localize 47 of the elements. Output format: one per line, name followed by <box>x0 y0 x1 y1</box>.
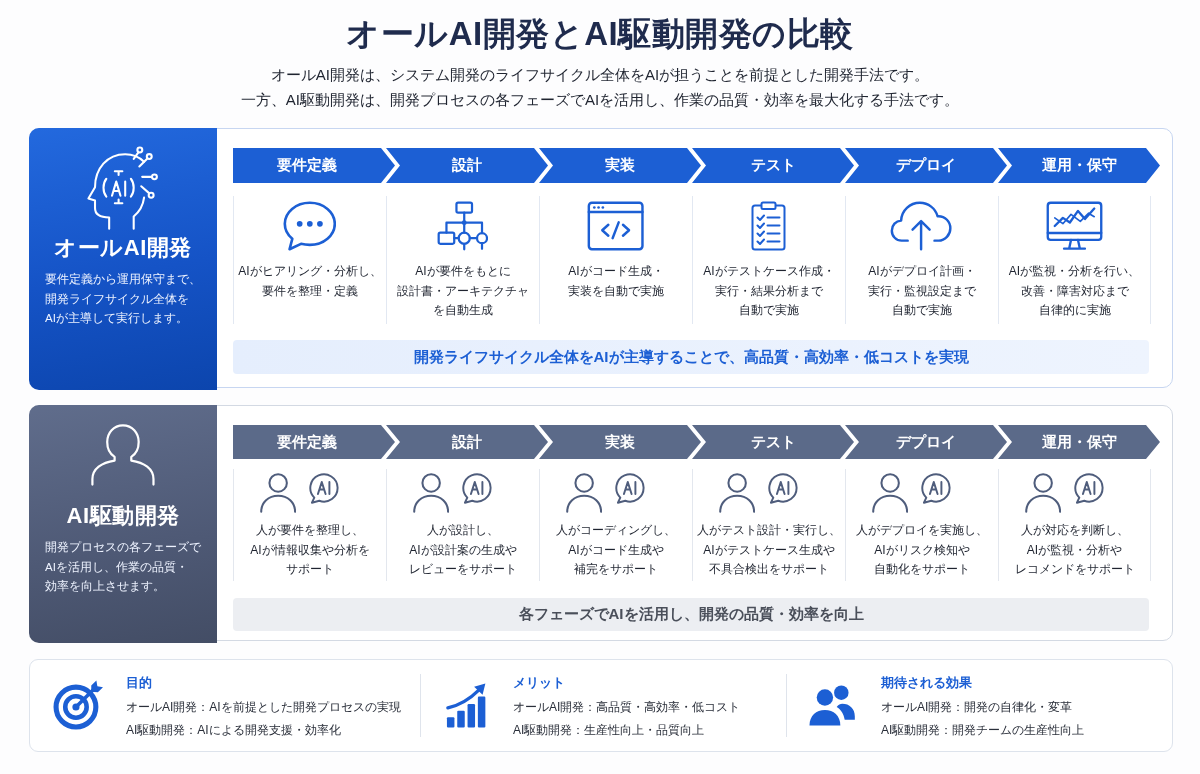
panel-description: 開発プロセスの各フェーズでAIを活用し、作業の品質・効率を向上させます。 <box>45 540 201 594</box>
cell-text: 人が設計し、AIが設計案の生成やレビューをサポート <box>409 522 517 578</box>
item-text: AI駆動開発：AIによる開発支援・効率化 <box>126 722 341 739</box>
item-text: オールAI開発：高品質・高効率・低コスト <box>513 699 741 716</box>
cell-text: AIが監視・分析を行い、改善・障害対応まで自律的に実施 <box>1008 263 1141 319</box>
subtitle-text: 一方、AI駆動開発は、開発プロセスの各フェーズでAIを活用し、作業の品質・効率を最大化する手法です。 <box>240 90 960 110</box>
item-text: オールAI開発：開発の自律化・変革 <box>881 699 1073 716</box>
item-heading: メリット <box>513 674 565 692</box>
arrow-tip <box>534 425 548 459</box>
summary-card <box>29 659 1173 752</box>
panel-heading: AI駆動開発 <box>66 502 180 530</box>
arrow-tip <box>381 148 395 183</box>
cell-text: 人が対応を判断し、AIが監視・分析やレコメンドをサポート <box>1014 522 1135 578</box>
section-header-panel <box>29 128 217 390</box>
summary-banner: 開発ライフサイクル全体をAIが主導することで、高品質・高効率・低コストを実現 <box>233 340 1149 374</box>
item-heading: 期待される効果 <box>881 674 972 692</box>
cell-text: AIがヒアリング・分析し、要件を整理・定義 <box>238 263 382 300</box>
cell-text: AIがデプロイ計画・実行・監視設定まで自動で実施 <box>868 263 976 319</box>
item-text: AI駆動開発：開発チームの生産性向上 <box>881 722 1085 739</box>
item-text: オールAI開発：AIを前提とした開発プロセスの実現 <box>126 699 401 716</box>
cell-text: 人がテスト設計・実行し、AIがテストケース生成や不具合検出をサポート <box>697 522 841 578</box>
item-heading: 目的 <box>126 674 152 692</box>
cell-text: 人がデプロイを実施し、AIがリスク検知や自動化をサポート <box>856 522 988 578</box>
cell-text: AIがコード生成・実装を自動で実施 <box>568 263 664 300</box>
arrow-tip <box>840 425 854 459</box>
phase-cell <box>998 469 1151 581</box>
cell-text: AIが要件をもとに設計書・アーキテクチャを自動生成 <box>397 263 529 319</box>
section-header-panel <box>29 405 217 643</box>
arrow-tip <box>993 148 1007 183</box>
arrow-tip <box>840 148 854 183</box>
arrow-tip <box>687 148 701 183</box>
arrow-tip <box>993 425 1007 459</box>
cell-text: 人がコーディングし、AIがコード生成や補完をサポート <box>556 522 676 578</box>
panel-heading: オールAI開発 <box>54 234 192 262</box>
arrow-tip <box>381 425 395 459</box>
item-text: AI駆動開発：生産性向上・品質向上 <box>513 722 705 739</box>
section-card <box>29 405 1173 641</box>
section-card <box>29 128 1173 388</box>
subtitle-text: オールAI開発は、システム開発のライフサイクル全体をAIが担うことを前提とした開発手法です。 <box>270 65 930 85</box>
cell-text: AIがテストケース作成・実行・結果分析まで自動で実施 <box>703 263 835 319</box>
diagram-title: オールAI開発とAI駆動開発の比較 <box>346 14 854 54</box>
summary-banner: 各フェーズでAIを活用し、開発の品質・効率を向上 <box>233 598 1149 631</box>
arrow-tip <box>687 425 701 459</box>
panel-description: 要件定義から運用保守まで、開発ライフサイクル全体をAIが主導して実行します。 <box>45 272 201 326</box>
phase-cell <box>998 196 1151 324</box>
arrow-tip <box>534 148 548 183</box>
cell-text: 人が要件を整理し、AIが情報収集や分析をサポート <box>250 522 370 578</box>
